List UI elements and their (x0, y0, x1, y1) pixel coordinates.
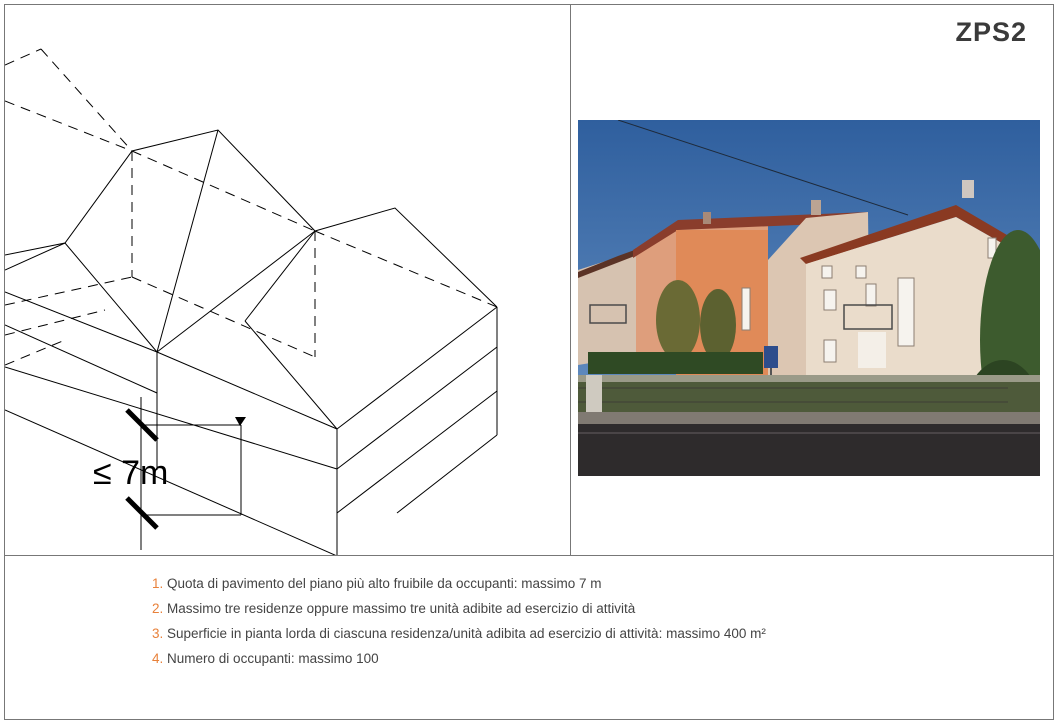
photo-panel: ZPS2 (571, 5, 1053, 555)
item-text: Superficie in pianta lorda di ciascuna r… (167, 626, 766, 641)
list-item: 4. Numero di occupanti: massimo 100 (152, 646, 766, 671)
requirements-list: 1. Quota di pavimento del piano più alto… (152, 571, 766, 671)
isometric-building-diagram: ≤ 7m (5, 48, 498, 555)
horizontal-divider (5, 555, 1053, 556)
height-dimension (125, 397, 246, 550)
isometric-diagram-panel: ≤ 7m (5, 5, 570, 555)
visible-edges (5, 129, 498, 555)
list-item: 2. Massimo tre residenze oppure massimo … (152, 596, 766, 621)
page-frame: ≤ 7m ZPS2 (4, 4, 1054, 720)
panel-code: ZPS2 (955, 17, 1027, 47)
building-photo (578, 120, 1040, 476)
item-text: Quota di pavimento del piano più alto fr… (167, 576, 602, 591)
list-item: 3. Superficie in pianta lorda di ciascun… (152, 621, 766, 646)
item-text: Numero di occupanti: massimo 100 (167, 651, 379, 666)
item-number: 4. (152, 651, 164, 666)
item-number: 1. (152, 576, 164, 591)
vertical-divider (570, 5, 571, 555)
list-item: 1. Quota di pavimento del piano più alto… (152, 571, 766, 596)
height-limit-label: ≤ 7m (93, 454, 168, 492)
item-number: 2. (152, 601, 164, 616)
item-text: Massimo tre residenze oppure massimo tre… (167, 601, 636, 616)
hidden-lines (5, 48, 498, 366)
item-number: 3. (152, 626, 164, 641)
